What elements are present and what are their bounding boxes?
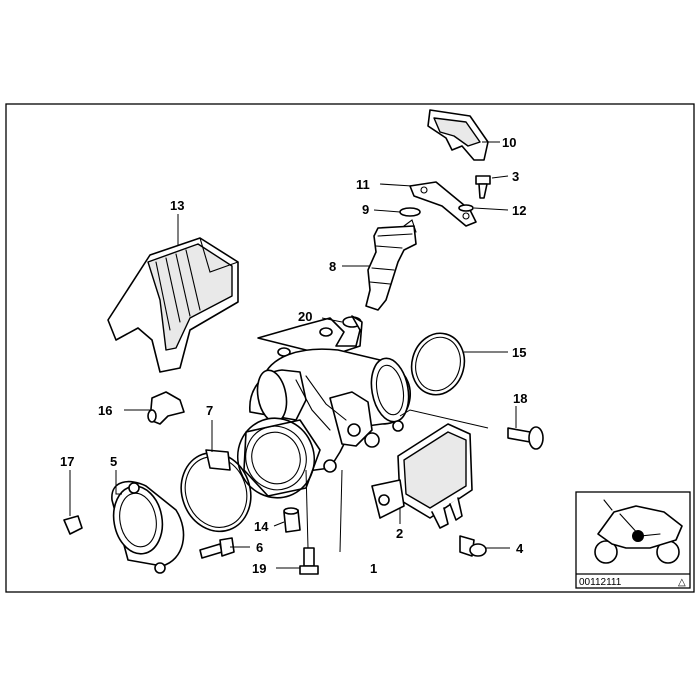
part-19-bolt bbox=[299, 547, 319, 575]
inset-symbol: △ bbox=[678, 577, 686, 588]
inset-code: 00112111 bbox=[579, 577, 622, 588]
callout-13: 13 bbox=[170, 198, 184, 213]
part-5-rubber-connector bbox=[111, 480, 185, 574]
part-10-cap bbox=[427, 109, 489, 161]
part-11-plate bbox=[409, 181, 477, 227]
motorcycle-inset: 00112111 △ bbox=[575, 491, 691, 589]
diagram-frame bbox=[5, 103, 695, 593]
part-14-nut bbox=[283, 507, 301, 533]
callout-9: 9 bbox=[362, 202, 369, 217]
part-2-control-unit bbox=[371, 423, 473, 529]
callout-14: 14 bbox=[254, 519, 269, 534]
callout-19: 19 bbox=[252, 561, 266, 576]
callout-4: 4 bbox=[516, 541, 524, 556]
callout-18: 18 bbox=[513, 391, 527, 406]
part-3-screw bbox=[475, 175, 491, 199]
callout-15: 15 bbox=[512, 345, 526, 360]
callout-10: 10 bbox=[502, 135, 516, 150]
callout-labels: 13 10 3 11 9 12 8 20 15 16 7 18 17 5 2 4… bbox=[60, 135, 527, 576]
callout-5: 5 bbox=[110, 454, 117, 469]
callout-20: 20 bbox=[298, 309, 312, 324]
part-17-plug bbox=[63, 515, 83, 535]
callout-17: 17 bbox=[60, 454, 74, 469]
part-16-elbow bbox=[147, 391, 185, 425]
callout-1: 1 bbox=[370, 561, 377, 576]
callout-12: 12 bbox=[512, 203, 526, 218]
callout-6: 6 bbox=[256, 540, 263, 555]
part-7-hose-clamp bbox=[180, 449, 252, 533]
part-4-bolt bbox=[459, 535, 487, 557]
motorcycle-icon bbox=[594, 499, 683, 564]
callout-8: 8 bbox=[329, 259, 336, 274]
callout-11: 11 bbox=[356, 177, 370, 192]
part-12-washer bbox=[458, 204, 474, 212]
leader-lines bbox=[69, 141, 517, 569]
part-8-sensor bbox=[365, 219, 417, 311]
location-marker-dot bbox=[632, 530, 644, 542]
part-18-screw bbox=[507, 426, 544, 450]
callout-16: 16 bbox=[98, 403, 112, 418]
part-6-screw bbox=[199, 537, 235, 559]
part-13-air-duct bbox=[107, 237, 239, 373]
part-15-o-ring bbox=[410, 332, 466, 396]
part-9-ring bbox=[399, 207, 421, 217]
callout-3: 3 bbox=[512, 169, 519, 184]
callout-7: 7 bbox=[206, 403, 213, 418]
callout-2: 2 bbox=[396, 526, 403, 541]
part-intake-ring bbox=[236, 417, 321, 499]
